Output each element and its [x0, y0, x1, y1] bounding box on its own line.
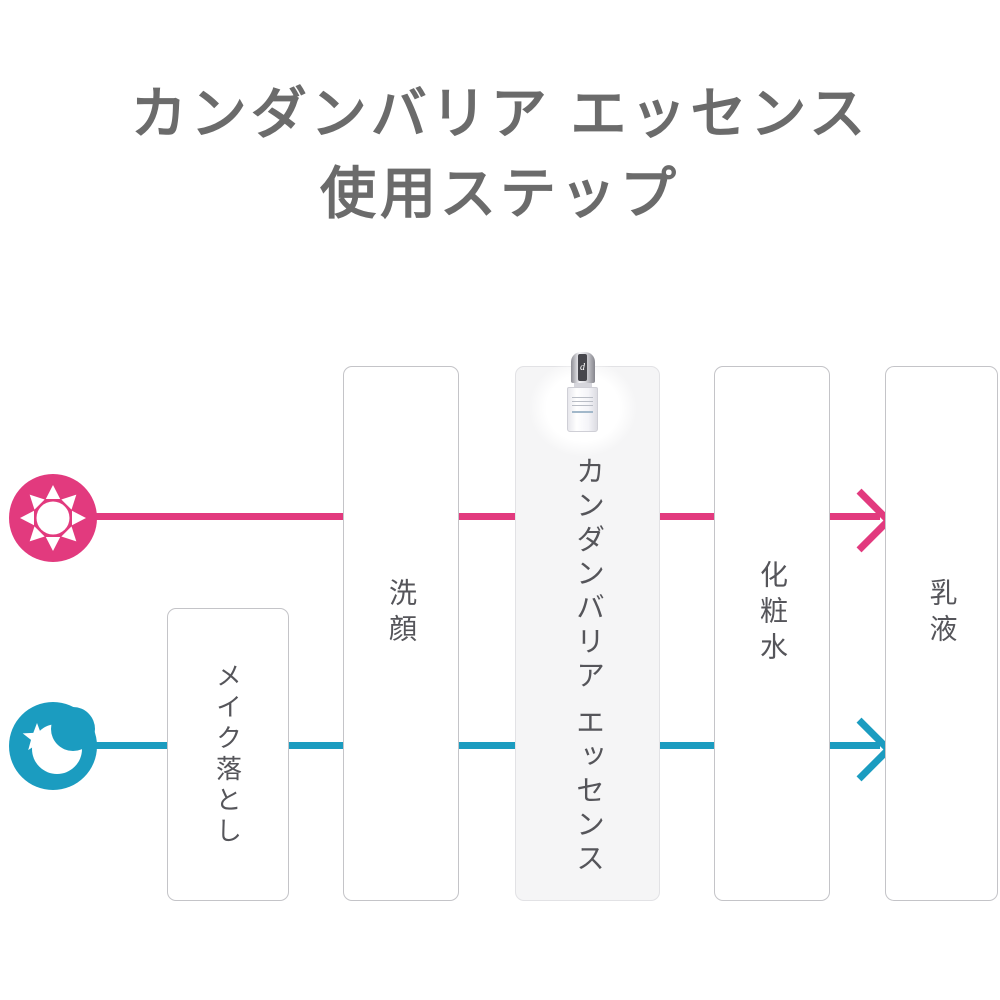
step-makeup-remover: メイク落とし — [167, 608, 289, 901]
diagram-title: カンダンバリア エッセンス 使用ステップ — [0, 74, 1000, 233]
bottle-label-line — [572, 397, 593, 398]
bottle-label-line — [572, 405, 593, 406]
step-label: 化粧水 — [757, 559, 788, 668]
step-lotion: 化粧水 — [714, 366, 830, 901]
night-flow-line — [53, 742, 880, 749]
sun-icon — [9, 474, 97, 562]
bottle-cap-logo: d — [578, 354, 587, 381]
step-label: メイク落とし — [212, 661, 243, 848]
step-label: 洗顔 — [386, 577, 417, 650]
step-face-wash: 洗顔 — [343, 366, 459, 901]
bottle-cap: d — [570, 352, 595, 383]
day-arrow-right-icon — [829, 488, 894, 553]
diagram-title-line2: 使用ステップ — [320, 161, 680, 225]
moon-icon — [9, 702, 97, 790]
night-arrow-right-icon — [829, 717, 894, 782]
day-flow-line — [53, 513, 880, 520]
step-emulsion: 乳液 — [885, 366, 998, 901]
diagram-title-line1: カンダンバリア エッセンス — [130, 82, 870, 145]
bottle-label-line — [572, 401, 593, 402]
bottle-label-line — [572, 411, 593, 413]
bottle-body — [567, 387, 598, 432]
step-label: 乳液 — [926, 577, 958, 650]
bottle-neck — [573, 383, 592, 387]
step-label: カンダンバリア エッセンス — [571, 455, 604, 878]
product-bottle-image: d — [567, 352, 598, 432]
